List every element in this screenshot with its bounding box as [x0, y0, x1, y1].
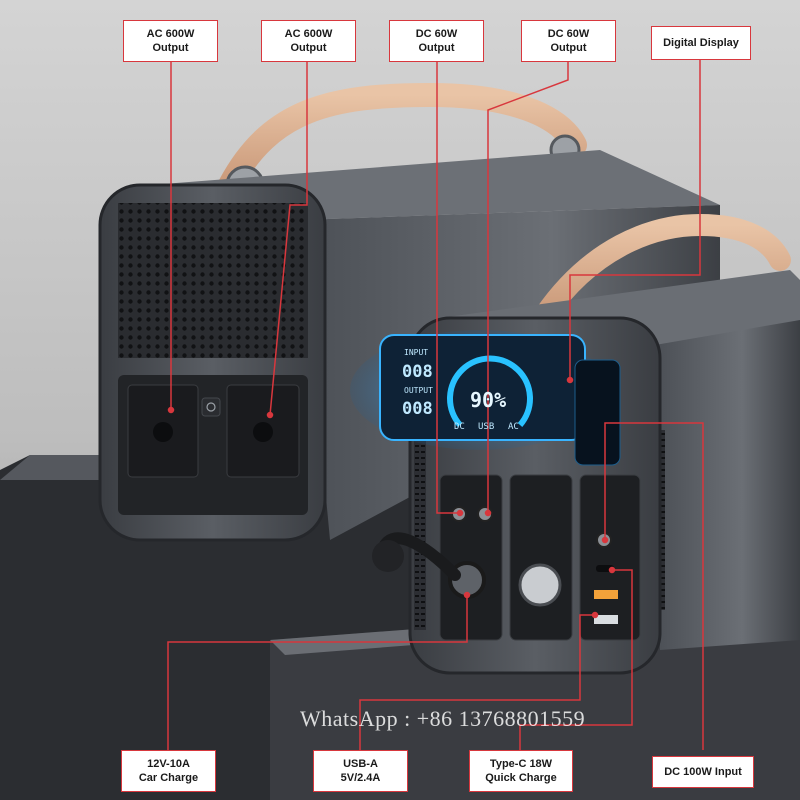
callout-car-charge-line2: Car Charge [138, 772, 199, 784]
right-unit-strap [534, 213, 791, 326]
callout-dc-output-2-line1: DC 60W [547, 28, 590, 40]
callout-dc-output-2: DC 60W Output [521, 20, 616, 62]
callout-dc-output-1: DC 60W Output [389, 20, 484, 62]
callout-dc-output-2-line2: Output [550, 42, 587, 54]
right-unit-vents [660, 430, 665, 610]
callout-dc-input: DC 100W Input [652, 756, 754, 788]
watermark: WhatsApp : +86 13768801559 [300, 706, 586, 731]
callout-usb-a-line1: USB-A [343, 758, 378, 770]
callout-dc-output-1-line1: DC 60W [415, 28, 458, 40]
callout-type-c: Type-C 18W Quick Charge [469, 750, 573, 792]
led-light [518, 563, 562, 607]
port-panel-light [509, 474, 573, 641]
lcd-ac-label: AC [508, 422, 519, 432]
callout-digital-display: Digital Display [651, 26, 751, 60]
lcd-dc-label: DC [454, 422, 465, 432]
callout-ac-output-2: AC 600W Output [261, 20, 356, 62]
ac-power-button [201, 397, 221, 417]
lcd-input-label: INPUT [404, 348, 429, 357]
ac-socket-1-hole [153, 422, 173, 442]
leader-lines [167, 60, 704, 750]
power-icon [206, 402, 216, 412]
usb-a-port [594, 615, 618, 624]
battery-ring [447, 355, 533, 427]
lcd-side-screen [574, 359, 621, 466]
lcd-output-value: 008 [402, 399, 433, 419]
right-unit-front-vents [414, 430, 426, 630]
callout-digital-display-line1: Digital Display [663, 37, 739, 49]
car-charger-plug [372, 540, 404, 572]
callout-ac-output-1: AC 600W Output [123, 20, 218, 62]
usb-a-port-quick [594, 590, 618, 599]
callout-dc-output-1-line2: Output [418, 42, 455, 54]
right-unit-side [655, 320, 800, 650]
lcd-usb-label: USB [478, 422, 495, 432]
callout-ac-output-1-line2: Output [152, 42, 189, 54]
callout-car-charge-line1: 12V-10A [147, 758, 190, 770]
callout-type-c-line1: Type-C 18W [489, 758, 553, 770]
lcd-input-value: 008 [402, 362, 433, 382]
port-panel-dc [439, 474, 503, 641]
lcd-output-label: OUTPUT [404, 386, 433, 395]
callout-ac-output-1-line1: AC 600W [146, 28, 195, 40]
callout-ac-output-2-line1: AC 600W [284, 28, 333, 40]
callout-usb-a-line2: 5V/2.4A [340, 772, 381, 784]
callout-usb-a: USB-A 5V/2.4A [313, 750, 408, 792]
lcd-battery-percent: 90% [470, 388, 507, 412]
callout-ac-output-2-line2: Output [290, 42, 327, 54]
left-unit-grille [118, 203, 308, 358]
callout-dc-input-line1: DC 100W Input [664, 766, 742, 778]
callout-type-c-line2: Quick Charge [485, 772, 557, 784]
ac-socket-2-hole [253, 422, 273, 442]
left-unit-strap [218, 82, 587, 197]
callout-car-charge: 12V-10A Car Charge [121, 750, 216, 792]
